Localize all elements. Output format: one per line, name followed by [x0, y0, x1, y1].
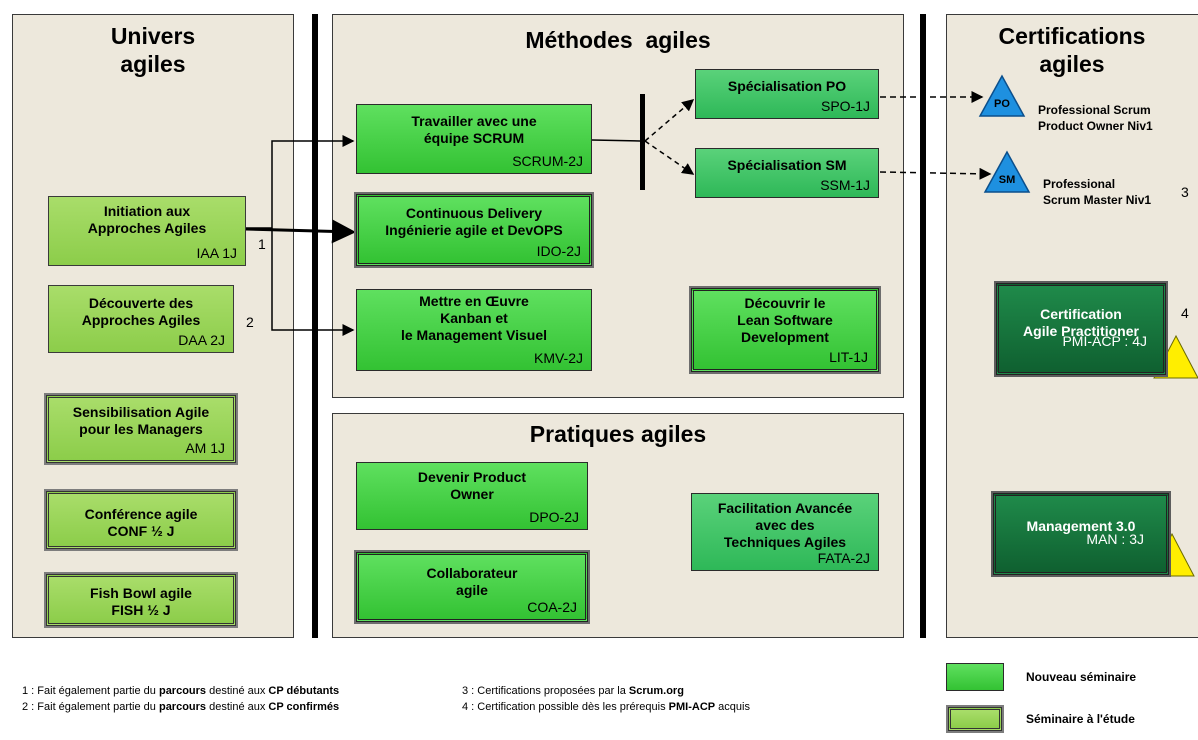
- arrow-sm-cert: [879, 167, 992, 180]
- sm-badge-triangle: [983, 150, 1031, 193]
- marker-1: 1: [258, 236, 266, 252]
- po-badge-triangle: [978, 74, 1026, 117]
- arrow-iaa-scrum: [246, 135, 355, 229]
- marker-3: 3: [1181, 184, 1189, 200]
- legend-study-swatch: [946, 705, 1004, 733]
- seminar-spo[interactable]: Spécialisation PO SPO-1J: [695, 69, 879, 119]
- marker-4: 4: [1181, 305, 1189, 321]
- arrow-split-sm: [644, 140, 695, 175]
- separator-right: [920, 14, 926, 638]
- po-badge-label: PO: [994, 98, 1010, 110]
- cert-management-30[interactable]: Management 3.0 MAN : 3J: [991, 491, 1171, 577]
- methodes-title: Méthodes agiles: [525, 27, 711, 53]
- seminar-ssm[interactable]: Spécialisation SM SSM-1J: [695, 148, 879, 198]
- arrow-split-po: [644, 99, 695, 142]
- sm-badge-label: SM: [998, 174, 1016, 186]
- footnote-2: 2 : Fait également partie du parcours de…: [22, 701, 340, 713]
- footnote-3: 3 : Certifications proposées par la Scru…: [462, 685, 684, 697]
- arrow-daa-kmv: [246, 228, 355, 336]
- legend-new-label: Nouveau séminaire: [1026, 670, 1137, 684]
- footnote-4: 4 : Certification possible dès les prére…: [462, 701, 750, 713]
- split-bar: [640, 94, 645, 190]
- legend-study-label: Séminaire à l'étude: [1026, 712, 1135, 726]
- separator-left: [312, 14, 318, 638]
- footnote-1: 1 : Fait également partie du parcours de…: [22, 685, 340, 697]
- pratiques-title: Pratiques agiles: [529, 421, 707, 447]
- marker-2: 2: [246, 314, 254, 330]
- legend-new-swatch: [946, 663, 1004, 691]
- arrow-scrum-split: [591, 139, 641, 142]
